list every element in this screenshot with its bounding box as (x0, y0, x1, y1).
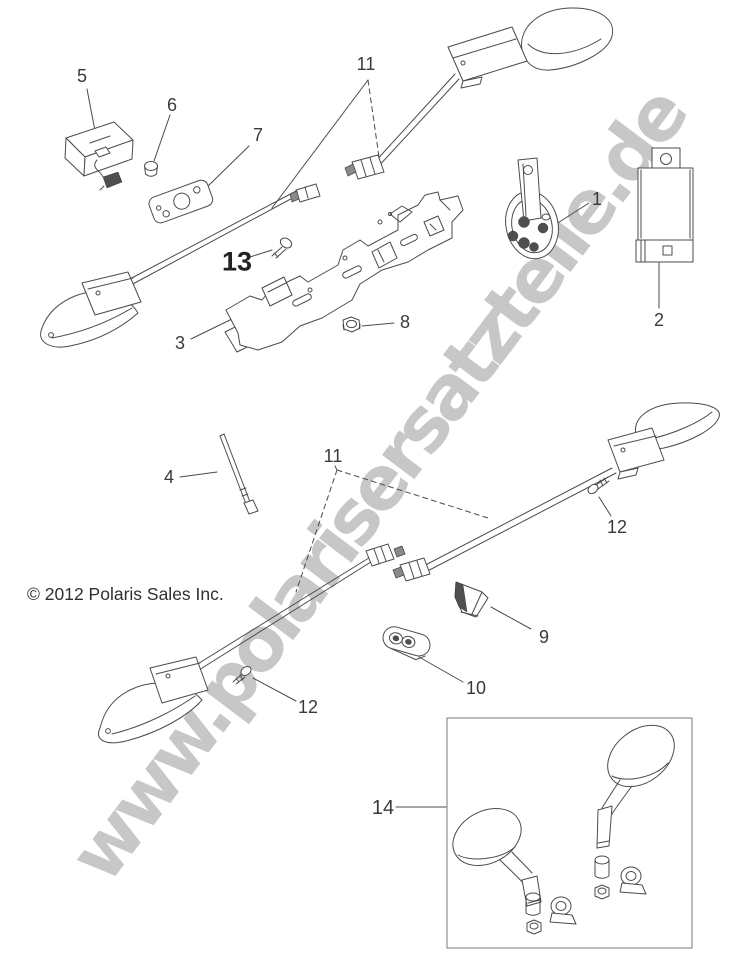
part9-mount-drawing (454, 581, 489, 618)
callout-8: 8 (399, 312, 411, 332)
part3-bracket-drawing (224, 191, 464, 353)
callout-2: 2 (653, 310, 665, 330)
callout-11-front: 11 (356, 54, 376, 74)
part5-lamp-module-drawing (64, 121, 134, 191)
part12-screw-left-drawing (232, 665, 252, 685)
part12-screw-right-drawing (587, 476, 610, 495)
callout-11-rear: 11 (323, 446, 343, 466)
rear-left-turn-signal-drawing (98, 543, 406, 744)
part8-nut-drawing (342, 316, 361, 333)
copyright-notice: © 2012 Polaris Sales Inc. (27, 584, 224, 604)
callout-5: 5 (76, 66, 88, 86)
part6-nut-drawing (144, 161, 158, 177)
part4-bolt-drawing (219, 433, 259, 515)
callout-7: 7 (252, 125, 264, 145)
callout-13: 13 (221, 246, 253, 277)
front-right-turn-signal-drawing (344, 7, 614, 180)
callout-4: 4 (163, 467, 175, 487)
part10-bracket-drawing (382, 626, 431, 661)
rear-right-turn-signal-drawing (392, 402, 720, 582)
callout-12-left: 12 (297, 697, 319, 717)
callout-leader-lines (86, 79, 660, 808)
part13-screw-drawing (271, 237, 293, 259)
part2-relay-drawing (635, 147, 694, 263)
part14-mirror-kit-drawing (446, 717, 693, 949)
front-left-turn-signal-drawing (40, 183, 321, 348)
callout-1: 1 (591, 189, 603, 209)
part1-horn-drawing (505, 157, 559, 260)
callout-9: 9 (538, 627, 550, 647)
callout-10: 10 (465, 678, 487, 698)
part7-plate-drawing (148, 179, 214, 224)
callout-12-right: 12 (606, 517, 628, 537)
callout-3: 3 (174, 333, 186, 353)
callout-14: 14 (371, 797, 395, 819)
callout-6: 6 (166, 95, 178, 115)
